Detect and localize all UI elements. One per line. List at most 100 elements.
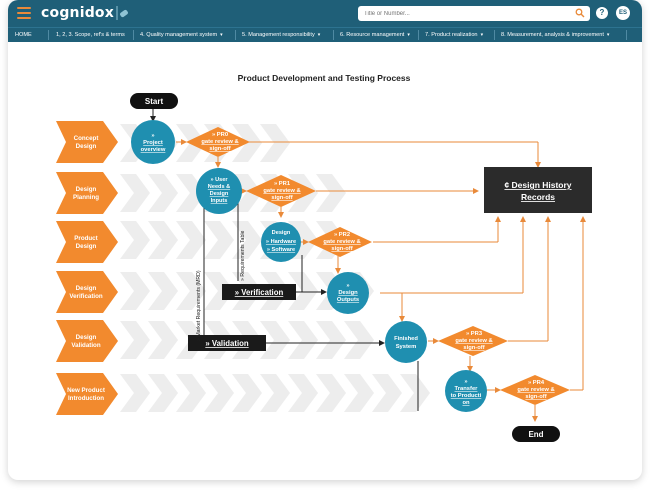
nav-item-quality-management[interactable]: 4. Quality management system▾: [140, 28, 223, 42]
stage-label: Design: [76, 285, 97, 292]
node-label: Project: [143, 140, 163, 146]
stage-chevrons: [120, 124, 430, 412]
stage-label: Design: [76, 334, 97, 341]
app-window: cognidox ? ES HOME 1, 2, 3. Scope, ref's…: [8, 0, 642, 480]
verification-label: » Verification: [235, 288, 284, 297]
node-project-overview[interactable]: » Project overview: [131, 120, 175, 164]
nav-item-product-realization[interactable]: 7. Product realization▾: [425, 28, 483, 42]
gate-label: sign-off: [271, 195, 292, 201]
end-terminator: End: [512, 426, 560, 442]
search-box: [358, 6, 590, 21]
gate-label: sign-off: [525, 394, 546, 400]
stage-label: Design: [76, 186, 97, 193]
gate-pr2[interactable]: » PR2 gate review & sign-off: [308, 227, 372, 257]
stage-label: Introduction: [68, 395, 104, 402]
node-label: System: [396, 344, 417, 350]
node-label: Needs &: [208, 184, 230, 190]
nav-label: 1, 2, 3. Scope, ref's & terms: [56, 32, 125, 38]
node-label: Transfer: [455, 386, 479, 392]
gate-pr4[interactable]: » PR4 gate review & sign-off: [500, 375, 570, 405]
chevron-down-icon: ▾: [220, 32, 223, 38]
stage-design-planning: Design Planning: [56, 172, 118, 214]
node-prefix: »: [346, 283, 349, 289]
requirements-table-link[interactable]: » Requirements Table: [240, 231, 246, 281]
gate-label: sign-off: [209, 146, 230, 152]
chevron-down-icon: ▾: [480, 32, 484, 38]
top-bar: cognidox ? ES: [8, 0, 642, 27]
stage-label: Product: [74, 235, 97, 242]
node-transfer-to-production[interactable]: » Transfer to Producti on: [445, 370, 487, 412]
nav-item-resource-management[interactable]: 6. Resource management▾: [340, 28, 410, 42]
node-label: on: [462, 400, 470, 406]
node-link-hardware[interactable]: » Hardware: [266, 239, 296, 245]
gate-label: sign-off: [463, 345, 484, 351]
gate-label: sign-off: [331, 246, 352, 252]
gate-label: gate review &: [517, 387, 554, 393]
start-label: Start: [145, 97, 164, 106]
gate-label: » PR3: [466, 331, 483, 337]
gate-pr0[interactable]: » PR0 gate review & sign-off: [186, 127, 250, 157]
node-link-software[interactable]: » Software: [267, 247, 295, 253]
node-user-needs[interactable]: » User Needs & Design Inputs: [196, 168, 242, 214]
node-label: Design: [338, 290, 358, 296]
gate-pr3[interactable]: » PR3 gate review & sign-off: [438, 326, 508, 356]
validation-box[interactable]: » Validation: [188, 335, 266, 351]
verification-box[interactable]: » Verification: [222, 284, 296, 300]
node-label: Finished: [394, 336, 418, 342]
gate-pr1[interactable]: » PR1 gate review & sign-off: [246, 175, 316, 207]
gate-label: gate review &: [323, 239, 360, 245]
market-requirements-link[interactable]: » Market Requirements (MRD): [196, 270, 202, 341]
stage-label: Concept: [74, 135, 99, 142]
menu-icon[interactable]: [17, 7, 31, 19]
gate-label: » PR0: [212, 132, 228, 138]
diagram-title: Product Development and Testing Process: [238, 73, 411, 83]
logo-mark-icon: [116, 6, 128, 20]
gate-label: gate review &: [263, 188, 300, 194]
node-design-outputs[interactable]: » Design Outputs: [327, 272, 369, 314]
search-icon[interactable]: [575, 8, 585, 18]
gate-label: » PR2: [334, 232, 350, 238]
nav-item-home[interactable]: HOME: [15, 28, 32, 42]
nav-label: 8. Measurement, analysis & improvement: [501, 32, 604, 38]
stage-concept-design: Concept Design: [56, 121, 118, 163]
node-prefix: »: [464, 379, 467, 385]
nav-item-management-responsibility[interactable]: 5. Management responsibility▾: [242, 28, 320, 42]
main-navigation: HOME 1, 2, 3. Scope, ref's & terms 4. Qu…: [8, 27, 642, 42]
nav-label: 5. Management responsibility: [242, 32, 315, 38]
dhr-label: ¢ Design History: [504, 180, 571, 190]
user-avatar[interactable]: ES: [616, 6, 630, 20]
nav-item-scope[interactable]: 1, 2, 3. Scope, ref's & terms: [56, 28, 125, 42]
node-label: to Producti: [451, 393, 482, 399]
stage-label: Design: [76, 243, 97, 250]
nav-item-measurement-analysis[interactable]: 8. Measurement, analysis & improvement▾: [501, 28, 609, 42]
stage-product-design: Product Design: [56, 221, 118, 263]
stage-label: New Product: [67, 387, 105, 394]
nav-label: 4. Quality management system: [140, 32, 218, 38]
design-history-records-box[interactable]: ¢ Design History Records: [484, 167, 592, 213]
stage-design-verification: Design Verification: [56, 271, 118, 313]
node-label: Outputs: [337, 297, 359, 303]
start-terminator: Start: [130, 93, 178, 109]
search-input[interactable]: [364, 7, 564, 20]
node-label: overview: [141, 147, 166, 153]
node-label: Design: [272, 230, 291, 236]
gate-label: » PR1: [274, 181, 291, 187]
node-label: Inputs: [211, 198, 228, 204]
stage-design-validation: Design Validation: [56, 320, 118, 362]
node-finished-system: Finished System: [385, 321, 427, 363]
nav-label: 6. Resource management: [340, 32, 405, 38]
end-label: End: [528, 430, 543, 439]
process-diagram: Product Development and Testing Process …: [56, 73, 592, 442]
stage-label: Validation: [71, 342, 100, 349]
node-prefix: »: [151, 133, 154, 139]
stage-label: Design: [76, 143, 97, 150]
chevron-down-icon: ▾: [317, 32, 321, 38]
app-logo[interactable]: cognidox: [41, 5, 114, 21]
stage-label: Verification: [69, 293, 103, 300]
gate-label: » PR4: [528, 380, 545, 386]
dhr-label: Records: [521, 192, 555, 202]
gate-label: gate review &: [455, 338, 492, 344]
help-button[interactable]: ?: [596, 7, 608, 19]
stage-label: Planning: [73, 194, 99, 201]
node-design-hardware-software[interactable]: Design » Hardware » Software: [261, 222, 301, 262]
